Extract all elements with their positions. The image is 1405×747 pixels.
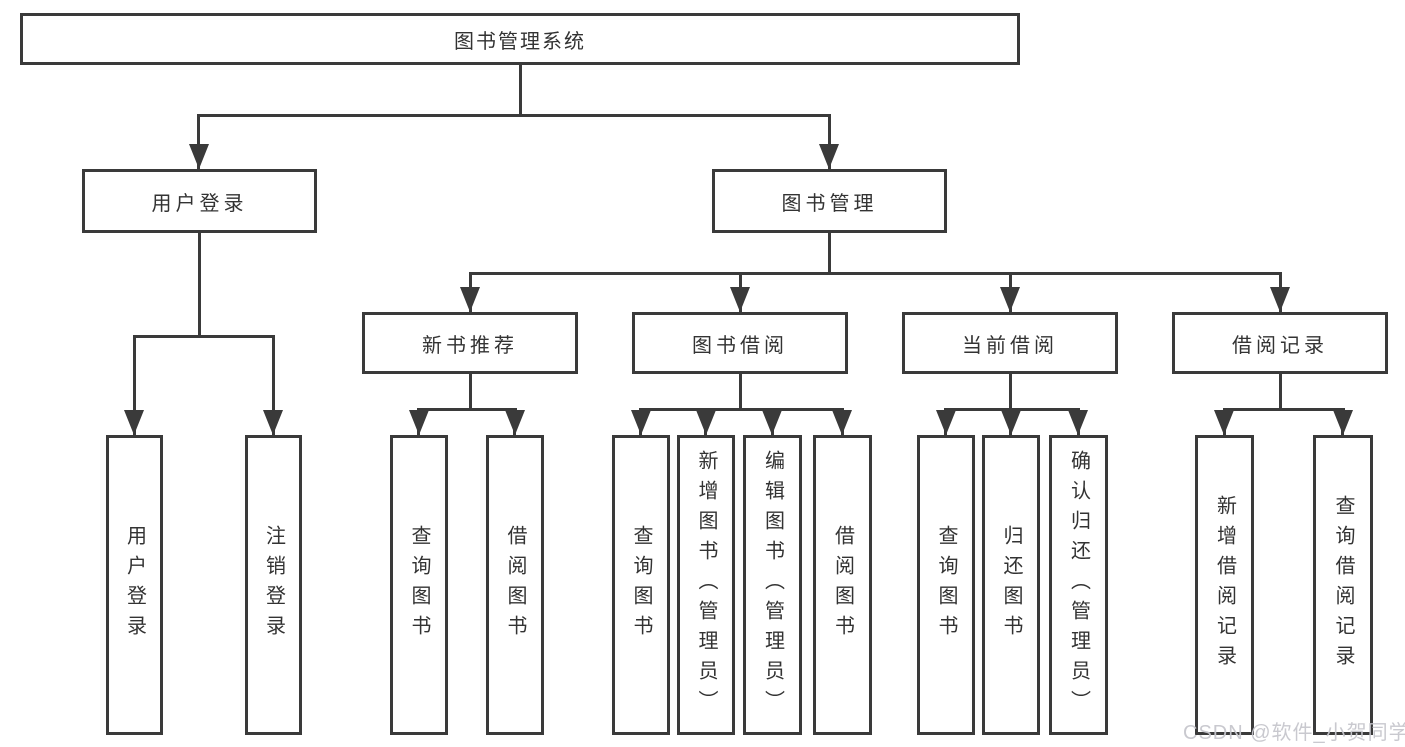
node-logout: 注销登录 (245, 435, 302, 735)
node-label: 借阅记录 (1232, 334, 1328, 357)
connector-line (272, 335, 275, 435)
node-label: 图书管理系统 (454, 30, 586, 53)
arrowhead-down-icon (631, 410, 651, 435)
connector-line (639, 408, 844, 411)
connector-line (133, 335, 275, 338)
connector-line (197, 114, 200, 169)
connector-line (197, 114, 831, 117)
arrowhead-down-icon (505, 410, 525, 435)
node-library-system: 图书管理系统 (20, 13, 1020, 65)
node-current-query-books: 查询图书 (917, 435, 975, 735)
connector-line (469, 272, 1282, 275)
node-label: 新增图书（管理员） (695, 450, 717, 720)
node-borrow-records: 借阅记录 (1172, 312, 1388, 374)
connector-line (828, 114, 831, 169)
node-confirm-return-admin: 确认归还（管理员） (1049, 435, 1108, 735)
node-label: 新增借阅记录 (1213, 495, 1236, 675)
connector-line (198, 233, 201, 335)
node-label: 确认归还（管理员） (1067, 450, 1090, 720)
node-label: 归还图书 (1000, 525, 1022, 645)
arrowhead-down-icon (936, 410, 956, 435)
connector-line (133, 335, 136, 435)
arrowhead-down-icon (124, 410, 144, 435)
node-label: 用户登录 (151, 192, 248, 215)
node-new-book-recommend: 新书推荐 (362, 312, 578, 374)
arrowhead-down-icon (1333, 410, 1353, 435)
arrowhead-down-icon (189, 144, 209, 169)
arrowhead-down-icon (762, 410, 782, 435)
node-book-management: 图书管理 (712, 169, 947, 233)
node-label: 查询图书 (408, 525, 430, 645)
node-label: 用户登录 (123, 525, 146, 645)
connector-line (1279, 374, 1282, 408)
node-book-borrow: 图书借阅 (632, 312, 848, 374)
node-label: 图书管理 (781, 192, 878, 215)
node-current-borrow: 当前借阅 (902, 312, 1118, 374)
node-label: 借阅图书 (504, 525, 526, 645)
node-label: 查询借阅记录 (1332, 495, 1354, 675)
node-query-borrow-record: 查询借阅记录 (1313, 435, 1373, 735)
connector-line (828, 233, 831, 272)
arrowhead-down-icon (819, 144, 839, 169)
arrowhead-down-icon (1000, 287, 1020, 312)
connector-line (417, 408, 517, 411)
node-return-books: 归还图书 (982, 435, 1040, 735)
connector-line (739, 374, 742, 408)
connector-line (519, 64, 522, 117)
connector-line (469, 374, 472, 408)
arrowhead-down-icon (460, 287, 480, 312)
node-user-login-leaf: 用户登录 (106, 435, 163, 735)
connector-line (1223, 408, 1345, 411)
node-label: 图书借阅 (692, 334, 788, 357)
connector-line (1009, 374, 1012, 408)
arrowhead-down-icon (730, 287, 750, 312)
arrowhead-down-icon (696, 410, 716, 435)
node-label: 注销登录 (262, 525, 285, 645)
node-label: 编辑图书（管理员） (761, 450, 784, 720)
node-recommend-query-books: 查询图书 (390, 435, 448, 735)
node-label: 新书推荐 (422, 334, 518, 357)
node-borrow-books: 借阅图书 (813, 435, 872, 735)
node-label: 查询图书 (935, 525, 957, 645)
node-label: 当前借阅 (962, 334, 1058, 357)
csdn-watermark: CSDN @软件_小贺同学 (1183, 722, 1405, 744)
node-edit-books-admin: 编辑图书（管理员） (743, 435, 802, 735)
node-add-borrow-record: 新增借阅记录 (1195, 435, 1254, 735)
node-label: 借阅图书 (831, 525, 854, 645)
arrowhead-down-icon (263, 410, 283, 435)
arrowhead-down-icon (1068, 410, 1088, 435)
node-borrow-query-books: 查询图书 (612, 435, 670, 735)
arrowhead-down-icon (409, 410, 429, 435)
node-recommend-borrow-books: 借阅图书 (486, 435, 544, 735)
node-user-login: 用户登录 (82, 169, 317, 233)
arrowhead-down-icon (832, 410, 852, 435)
arrowhead-down-icon (1214, 410, 1234, 435)
connector-line (944, 408, 1080, 411)
arrowhead-down-icon (1001, 410, 1021, 435)
node-label: 查询图书 (630, 525, 652, 645)
node-add-books-admin: 新增图书（管理员） (677, 435, 735, 735)
arrowhead-down-icon (1270, 287, 1290, 312)
